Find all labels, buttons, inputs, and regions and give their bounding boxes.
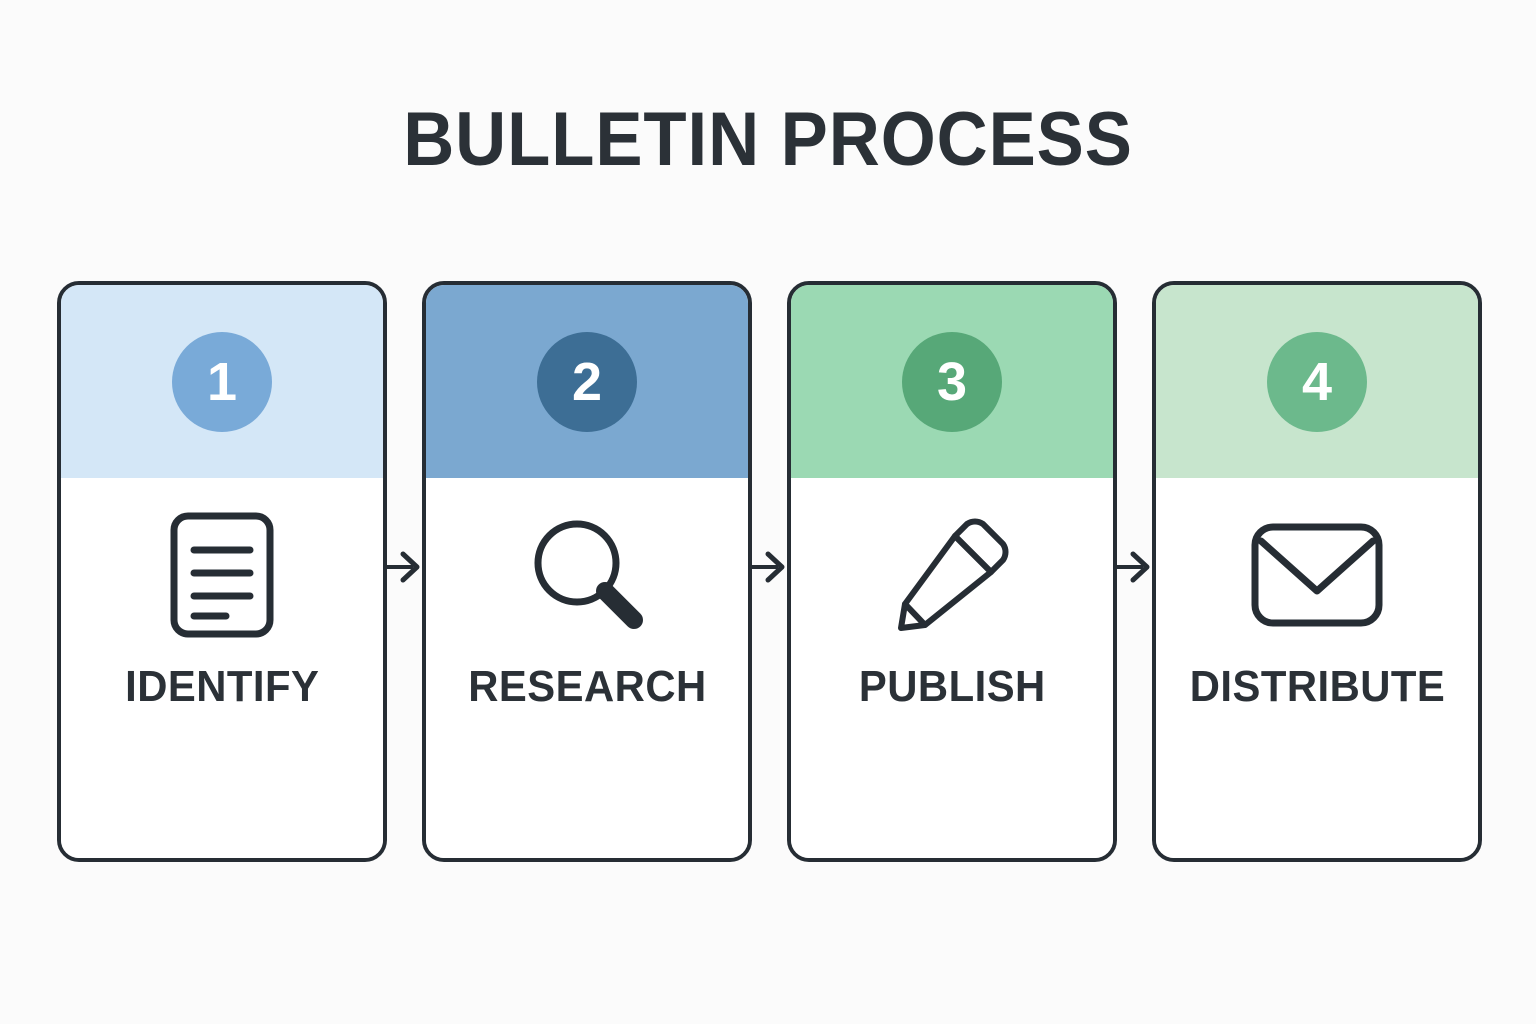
step-number-badge-4: 4 <box>1267 331 1367 432</box>
arrow-2-to-3 <box>748 281 787 862</box>
step-label-4: DISTRIBUTE <box>1189 662 1445 711</box>
step-number-1: 1 <box>206 351 238 412</box>
arrow-1-to-2 <box>383 281 422 862</box>
envelope-icon <box>1251 500 1383 650</box>
step-card-research[interactable]: 2 RESEARCH <box>422 281 752 862</box>
step-number-4: 4 <box>1301 351 1333 412</box>
step-number-badge-1: 1 <box>172 331 272 432</box>
process-steps-row: 1 IDENTIFY <box>57 281 1482 862</box>
step-card-publish[interactable]: 3 PUBLISH <box>787 281 1117 862</box>
step-header-2: 2 <box>426 285 748 478</box>
step-body-4: DISTRIBUTE <box>1156 478 1478 858</box>
magnifier-icon <box>523 500 651 650</box>
arrow-right-icon <box>383 551 420 583</box>
document-icon <box>170 500 274 650</box>
step-body-3: PUBLISH <box>791 478 1113 858</box>
step-number-2: 2 <box>571 351 603 412</box>
step-label-2: RESEARCH <box>467 662 707 711</box>
step-body-2: RESEARCH <box>426 478 748 858</box>
step-header-4: 4 <box>1156 285 1478 478</box>
step-body-1: IDENTIFY <box>61 478 383 858</box>
arrow-3-to-4 <box>1113 281 1152 862</box>
step-header-1: 1 <box>61 285 383 478</box>
pencil-icon <box>887 500 1017 650</box>
arrow-right-icon <box>1113 551 1150 583</box>
step-number-badge-3: 3 <box>902 331 1002 432</box>
step-header-3: 3 <box>791 285 1113 478</box>
step-number-3: 3 <box>936 351 968 412</box>
step-card-distribute[interactable]: 4 DISTRIBUTE <box>1152 281 1482 862</box>
page-title: BULLETIN PROCESS <box>403 97 1133 182</box>
step-label-1: IDENTIFY <box>124 662 320 711</box>
arrow-right-icon <box>748 551 785 583</box>
step-label-3: PUBLISH <box>858 662 1046 711</box>
step-card-identify[interactable]: 1 IDENTIFY <box>57 281 387 862</box>
step-number-badge-2: 2 <box>537 331 637 432</box>
